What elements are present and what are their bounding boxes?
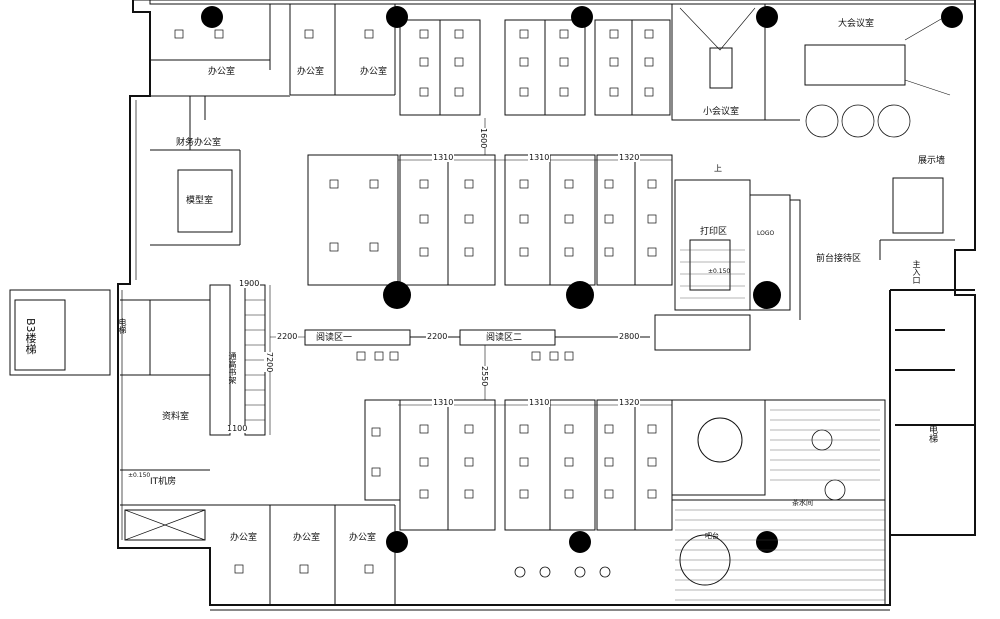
dimension-lines	[269, 118, 672, 435]
office-top-1-label: 办公室	[208, 67, 236, 77]
logo-label: LOGO	[757, 230, 775, 237]
dim-1600: 1600	[478, 128, 488, 149]
dim-2200-b: 2200	[426, 332, 449, 341]
model-room-label: 模型室	[186, 196, 214, 206]
office-top-2-label: 办公室	[297, 67, 325, 77]
reception-label: 前台接待区	[816, 254, 862, 264]
left-rooms-walls	[120, 299, 210, 506]
large-meeting-label: 大会议室	[838, 19, 875, 29]
reading-area-1-label: 阅读区一	[316, 333, 353, 343]
left-window-ticks	[121, 14, 151, 540]
office-bottom-1-label: 办公室	[230, 533, 258, 543]
dim-7200: 7200	[264, 352, 274, 373]
tea-area-walls	[671, 399, 886, 605]
office-bottom-2-label: 办公室	[293, 533, 321, 543]
dim-1310-d: 1310	[528, 398, 551, 407]
small-meeting-label: 小会议室	[703, 107, 740, 117]
print-area-label: 打印区	[700, 227, 728, 237]
print-area	[674, 179, 751, 311]
dim-1320-b: 1320	[618, 398, 641, 407]
main-entrance-label: 主入口	[912, 260, 921, 284]
chairs	[174, 29, 657, 574]
bottom-workstation-blocks	[364, 399, 673, 531]
dim-1320-a: 1320	[618, 153, 641, 162]
meeting-rooms-walls	[671, 3, 976, 121]
round-tables	[514, 104, 911, 578]
curtain-wall-top	[149, 0, 975, 5]
dim-2550: 2550	[479, 366, 489, 387]
office-top-3-label: 办公室	[360, 67, 388, 77]
top-workstation-blocks	[399, 19, 671, 116]
up-label: 上	[714, 164, 722, 173]
projector-lines	[679, 7, 951, 96]
outer-wall	[117, 0, 976, 606]
reception-walls	[790, 199, 955, 320]
bookshelf-label: 通高书架	[228, 352, 237, 384]
dim-1310-a: 1310	[432, 153, 455, 162]
core-walls	[889, 289, 975, 535]
elevator-label: 电梯	[118, 318, 127, 334]
it-room-label: IT机房	[150, 477, 177, 487]
bar-label: 吧台	[705, 532, 719, 540]
dim-2800: 2800	[618, 332, 641, 341]
display-wall-label: 展示墙	[918, 156, 946, 166]
finance-office-walls	[150, 149, 241, 246]
dim-1900: 1900	[238, 279, 261, 288]
b3-stair	[14, 299, 66, 371]
office-bottom-3-label: 办公室	[349, 533, 377, 543]
lift-right-label: 电梯	[927, 425, 937, 443]
dim-1310-c: 1310	[432, 398, 455, 407]
dim-1310-b: 1310	[528, 153, 551, 162]
wood-floor-hatch	[675, 249, 885, 601]
middle-workstation-blocks	[307, 154, 673, 286]
level-mark-2: ±0.150	[128, 472, 151, 479]
tea-area-label: 茶水间	[792, 499, 813, 507]
structural-columns	[201, 6, 963, 553]
reading-area-2-label: 阅读区二	[486, 333, 523, 343]
top-offices-walls	[150, 4, 396, 97]
dim-1100: 1100	[226, 424, 249, 433]
level-mark-1: ±0.150	[708, 268, 731, 275]
b3-stair-label: B3楼梯	[24, 318, 37, 355]
dim-2200-a: 2200	[276, 332, 299, 341]
finance-office-label: 财务办公室	[176, 138, 222, 148]
archive-label: 资料室	[162, 412, 190, 422]
bottom-offices-walls	[210, 504, 396, 605]
